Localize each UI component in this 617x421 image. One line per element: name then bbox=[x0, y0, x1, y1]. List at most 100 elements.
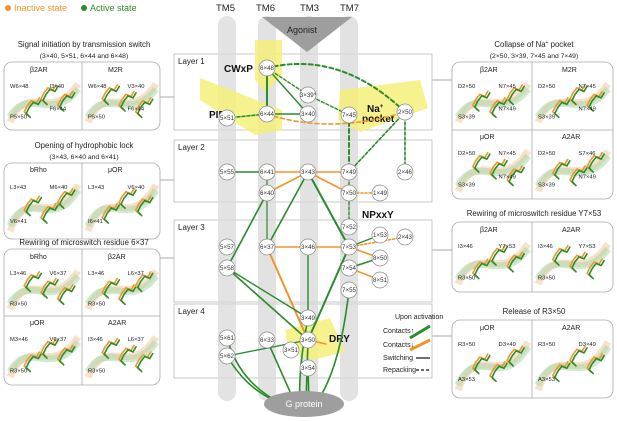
pif-highlight bbox=[200, 78, 282, 135]
svg-text:1×49: 1×49 bbox=[373, 190, 387, 197]
node-749: 7×49 bbox=[340, 163, 358, 181]
legend-contacts-up: Contacts↑ bbox=[383, 328, 414, 335]
svg-text:7×54: 7×54 bbox=[342, 265, 356, 272]
npxxy-label: NPxxY bbox=[362, 210, 394, 221]
legend-contacts-down-line bbox=[409, 338, 431, 352]
svg-text:7×50: 7×50 bbox=[342, 190, 356, 197]
side-chain bbox=[42, 279, 59, 299]
helix-ribbon bbox=[454, 345, 531, 387]
helix-ribbon bbox=[6, 86, 81, 119]
svg-text:6×37: 6×37 bbox=[260, 244, 274, 251]
agonist: Agonist bbox=[262, 17, 352, 52]
side-chain bbox=[473, 259, 491, 280]
g-protein-label: G protein bbox=[285, 399, 322, 409]
svg-text:6×40: 6×40 bbox=[260, 190, 274, 197]
active-label: Active state bbox=[90, 3, 137, 13]
rewire637-panel-title: Rewiring of microswitch residue 6×37 bbox=[19, 238, 148, 247]
legend-repacking: Repacking bbox=[383, 367, 416, 374]
layer-2-label: Layer 2 bbox=[178, 143, 205, 152]
svg-text:5×57: 5×57 bbox=[220, 244, 234, 251]
svg-text:3×49: 3×49 bbox=[301, 315, 315, 322]
node-633: 6×33 bbox=[258, 331, 276, 349]
residue-label: D2×50 bbox=[458, 151, 475, 157]
side-chain bbox=[136, 196, 154, 217]
side-chain bbox=[508, 347, 525, 367]
residue-label: R3×50 bbox=[10, 369, 27, 375]
r350-panel-frame bbox=[451, 319, 614, 399]
svg-text:2×43: 2×43 bbox=[398, 234, 412, 241]
residue-label: N7×49 bbox=[499, 107, 516, 113]
layer-1-label: Layer 1 bbox=[178, 57, 205, 66]
svg-text:3×43: 3×43 bbox=[301, 169, 315, 176]
na-br: A2AR bbox=[562, 134, 580, 141]
side-chain bbox=[25, 98, 43, 119]
node-350: 3×50 bbox=[299, 331, 317, 349]
residue-label: D3×49 bbox=[499, 342, 516, 348]
side-chain bbox=[571, 253, 588, 273]
residue-label: N7×49 bbox=[579, 175, 596, 181]
legend-contacts-up-line bbox=[409, 324, 431, 340]
residue-label: R3×50 bbox=[538, 276, 555, 282]
y753-right: A2AR bbox=[562, 227, 580, 234]
residue-label: I3×40 bbox=[50, 84, 65, 90]
residue-label: P5×50 bbox=[10, 115, 27, 121]
residue-label: S3×39 bbox=[458, 183, 475, 189]
structure-panels: Signal initiation by transmission switch… bbox=[3, 40, 614, 399]
svg-text:6×48: 6×48 bbox=[260, 65, 274, 72]
side-chain bbox=[508, 253, 525, 273]
node-558: 5×58 bbox=[218, 259, 236, 277]
residue-label: S3×39 bbox=[538, 183, 555, 189]
legend-switching: Switching bbox=[383, 355, 413, 362]
side-chain bbox=[103, 204, 121, 224]
helix-ribbon bbox=[534, 153, 611, 188]
node-354: 3×54 bbox=[299, 359, 317, 377]
layer-4-label: Layer 4 bbox=[178, 307, 205, 316]
edge-644-250 bbox=[266, 111, 406, 125]
side-chain bbox=[553, 98, 571, 119]
residue-label: W6×48 bbox=[88, 84, 107, 90]
residue-label: L3×46 bbox=[88, 271, 104, 277]
side-chain bbox=[588, 354, 605, 375]
g-protein: G protein bbox=[264, 391, 344, 417]
svg-text:3×51: 3×51 bbox=[284, 347, 298, 354]
residue-label: S3×39 bbox=[538, 115, 555, 121]
svg-text:2×50: 2×50 bbox=[398, 109, 412, 116]
node-343: 3×43 bbox=[299, 163, 317, 181]
hydro-panel-left: bRho bbox=[30, 167, 47, 174]
residue-label: Y7×53 bbox=[579, 244, 596, 250]
side-chain bbox=[136, 352, 154, 373]
side-chain bbox=[120, 346, 137, 366]
residue-nodes: 6×48 5×51 6×44 3×39* 3×40 7×45 2×50 5×55… bbox=[218, 59, 414, 377]
g-protein-shape bbox=[264, 391, 344, 417]
legend-contacts-down: Contacts↓ bbox=[383, 342, 414, 349]
pif-label: PIF bbox=[209, 110, 225, 121]
residue-label: V6×37 bbox=[50, 337, 67, 343]
edge-343-637 bbox=[266, 171, 309, 248]
side-chain bbox=[553, 362, 571, 383]
svg-text:7×53: 7×53 bbox=[342, 244, 356, 251]
node-551: 5×51 bbox=[218, 109, 236, 127]
residue-label: R3×50 bbox=[88, 369, 105, 375]
svg-text:5×58: 5×58 bbox=[220, 265, 234, 272]
na-panel-subtitle: (2×50, 3×39, 7×45 and 7×49) bbox=[490, 53, 578, 60]
residue-label: N7×45 bbox=[499, 151, 516, 157]
svg-text:7×52: 7×52 bbox=[342, 224, 356, 231]
svg-text:5×55: 5×55 bbox=[220, 169, 234, 176]
node-644: 6×44 bbox=[258, 105, 276, 123]
node-640: 6×40 bbox=[258, 184, 276, 202]
side-chain bbox=[491, 362, 508, 383]
svg-text:8×50: 8×50 bbox=[373, 255, 387, 262]
motif-highlights bbox=[200, 40, 428, 360]
residue-label: M6×40 bbox=[50, 185, 68, 191]
residue-label: V3×40 bbox=[128, 84, 145, 90]
residue-label: S3×39 bbox=[458, 115, 475, 121]
